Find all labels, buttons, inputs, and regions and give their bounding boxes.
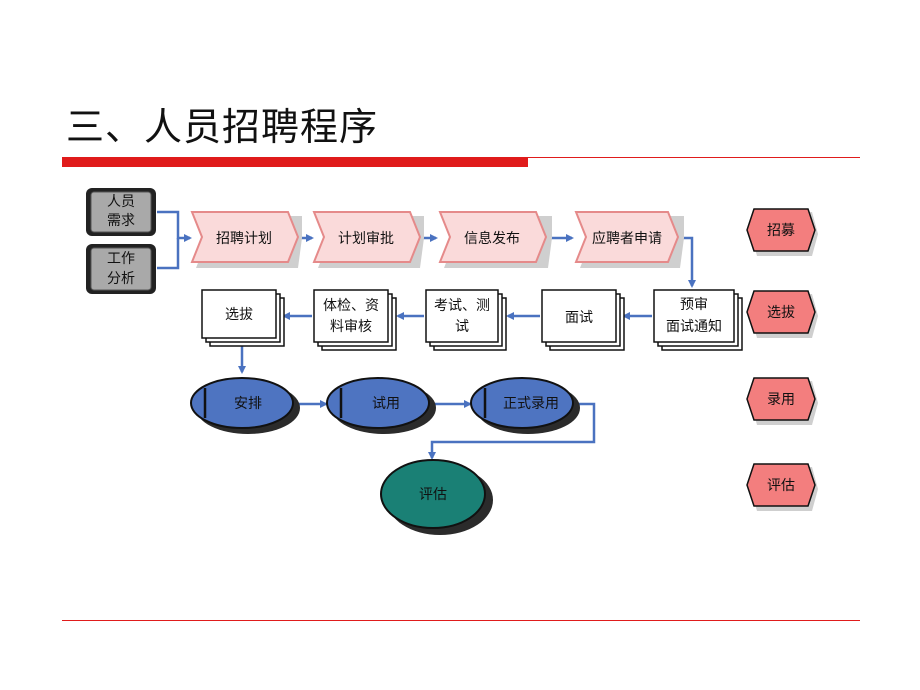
step-physical-line2: 料审核 xyxy=(330,319,372,335)
title-underline-thin xyxy=(528,157,860,158)
connector-need-to-plan xyxy=(157,210,192,242)
stage-hire: 录用 xyxy=(746,377,818,425)
step-physical: 体检、资 料审核 xyxy=(313,289,397,351)
step-hire-label: 正式录用 xyxy=(503,396,559,412)
step-plan-label: 招聘计划 xyxy=(216,231,272,247)
stage-evaluate-label: 评估 xyxy=(767,478,795,494)
connector-hire-to-evaluate xyxy=(428,402,596,460)
input-analysis-line2: 分析 xyxy=(107,271,135,287)
step-physical-line1: 体检、资 xyxy=(323,298,379,314)
step-trial: 试用 xyxy=(326,377,436,434)
step-apply-label: 应聘者申请 xyxy=(592,230,662,247)
stage-recruit-label: 招募 xyxy=(767,223,795,239)
connector-analysis-to-plan xyxy=(157,238,180,270)
step-arrange-label: 安排 xyxy=(234,396,262,412)
stage-evaluate: 评估 xyxy=(746,463,818,511)
stage-select-label: 选拔 xyxy=(767,305,795,321)
step-apply: 应聘者申请 xyxy=(574,211,684,268)
title-underline-thick xyxy=(62,157,528,167)
step-trial-label: 试用 xyxy=(372,396,400,412)
step-prescreen: 预审 面试通知 xyxy=(653,289,743,351)
step-select: 选拔 xyxy=(201,289,285,347)
input-need-line2: 需求 xyxy=(107,213,135,229)
input-box-analysis: 工作 分析 xyxy=(86,244,156,294)
step-publish-label: 信息发布 xyxy=(464,230,520,247)
step-prescreen-line2: 面试通知 xyxy=(666,318,722,335)
step-evaluate: 评估 xyxy=(380,459,493,535)
step-approval: 计划审批 xyxy=(312,211,424,268)
input-analysis-line1: 工作 xyxy=(107,251,135,267)
stage-select: 选拔 xyxy=(746,290,818,338)
input-box-need: 人员 需求 xyxy=(86,188,156,236)
step-arrange: 安排 xyxy=(190,377,300,434)
input-need-line1: 人员 xyxy=(107,194,135,210)
step-approval-label: 计划审批 xyxy=(338,231,394,247)
step-interview-label: 面试 xyxy=(565,310,593,326)
stage-recruit: 招募 xyxy=(746,208,818,256)
page-title: 三、人员招聘程序 xyxy=(66,105,379,149)
footer-rule xyxy=(62,620,860,621)
stage-hire-label: 录用 xyxy=(767,392,795,408)
step-exam-line1: 考试、测 xyxy=(434,298,490,314)
step-evaluate-label: 评估 xyxy=(419,487,447,503)
step-plan: 招聘计划 xyxy=(190,211,302,268)
step-prescreen-line1: 预审 xyxy=(680,297,708,313)
step-exam-line2: 试 xyxy=(455,319,469,335)
step-exam: 考试、测 试 xyxy=(425,289,507,351)
connectors xyxy=(157,210,696,460)
step-publish: 信息发布 xyxy=(438,211,552,268)
step-hire: 正式录用 xyxy=(470,377,580,434)
step-select-label: 选拔 xyxy=(225,307,253,323)
step-interview: 面试 xyxy=(541,289,625,351)
